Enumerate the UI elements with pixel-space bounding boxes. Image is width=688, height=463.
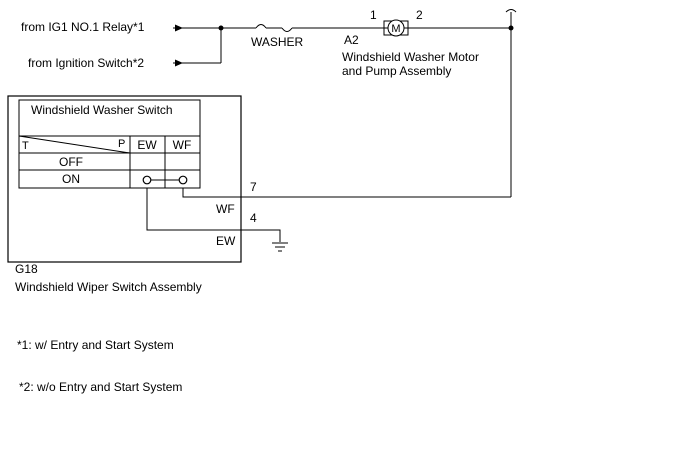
wire-break-mark — [505, 9, 517, 13]
note-2: *2: w/o Entry and Start System — [19, 380, 182, 394]
pin-4-label: 4 — [250, 211, 257, 225]
terminal-wf-label: WF — [216, 202, 235, 216]
input-wire-ig1 — [173, 24, 221, 32]
wire-wf-pin7 — [182, 188, 511, 198]
connector-code: G18 — [15, 262, 38, 276]
switch-table — [18, 99, 201, 189]
table-corner-t: T — [22, 140, 29, 152]
wire-ew-pin4 — [146, 188, 281, 242]
connector-box-g18 — [7, 95, 242, 263]
motor-name-line1: Windshield Washer Motor — [342, 50, 479, 64]
continuity-symbol — [142, 175, 188, 185]
motor-name-line2: and Pump Assembly — [342, 64, 451, 78]
label-ig1-relay: from IG1 NO.1 Relay*1 — [21, 20, 145, 34]
terminal-ew-label: EW — [216, 234, 236, 248]
connector-name: Windshield Wiper Switch Assembly — [15, 280, 202, 294]
pin-7-label: 7 — [250, 180, 257, 194]
column-wf: WF — [173, 138, 192, 152]
motor-code: A2 — [344, 33, 359, 47]
ground-icon — [272, 242, 288, 252]
note-1: *1: w/ Entry and Start System — [17, 338, 174, 352]
motor-pin-1: 1 — [370, 8, 377, 22]
row-off: OFF — [59, 155, 83, 169]
row-on: ON — [62, 172, 80, 186]
column-ew: EW — [137, 138, 157, 152]
input-wire-ignition — [173, 59, 221, 67]
switch-table-title: Windshield Washer Switch — [31, 103, 173, 117]
table-corner-p: P — [118, 138, 125, 150]
motor-icon — [383, 19, 409, 37]
motor-symbol-text: M — [391, 23, 400, 35]
label-ignition-switch: from Ignition Switch*2 — [28, 56, 144, 70]
fuse-symbol — [255, 24, 293, 32]
motor-pin-2: 2 — [416, 8, 423, 22]
fuse-label: WASHER — [251, 35, 304, 49]
